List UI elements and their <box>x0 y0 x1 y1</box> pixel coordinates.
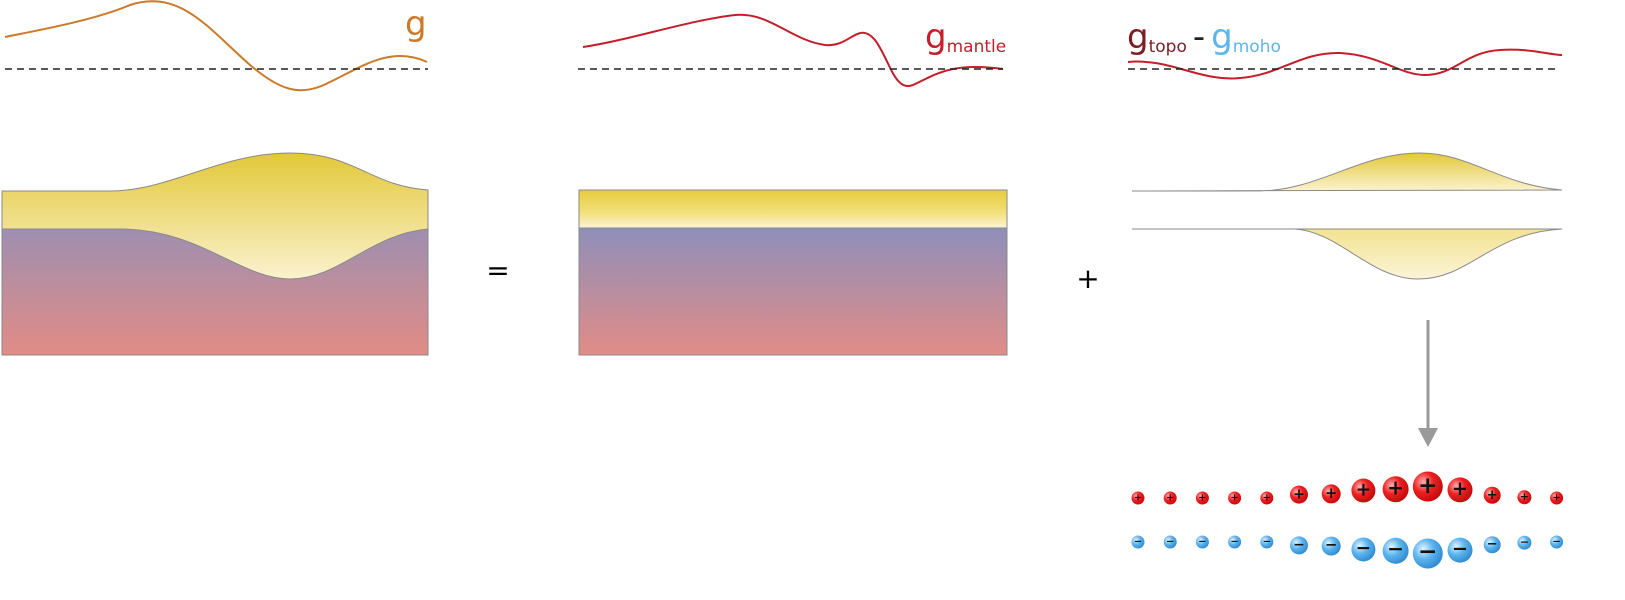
negative-charge-sign: − <box>1552 536 1560 547</box>
positive-charge-sign: + <box>1134 493 1142 504</box>
negative-charge-sign: − <box>1293 537 1305 553</box>
g-topo-moho-label: gtopo-gmoho <box>1127 17 1281 57</box>
positive-charge <box>1321 484 1341 504</box>
positive-charge <box>1260 491 1274 505</box>
positive-charge-sign: + <box>1387 476 1404 500</box>
g-mantle-symbol: g <box>925 17 947 57</box>
positive-charge-sign: + <box>1166 493 1174 504</box>
g-total-label: g <box>405 4 427 44</box>
positive-charge <box>1131 491 1145 505</box>
positive-charge-sign: + <box>1356 480 1372 501</box>
negative-charge-sign: − <box>1166 536 1174 547</box>
g-topo-symbol: g <box>1127 17 1149 57</box>
positive-charge <box>1483 486 1501 504</box>
positive-charge-sign: + <box>1487 488 1498 503</box>
negative-charge <box>1447 537 1473 563</box>
g-moho-symbol: g <box>1211 17 1233 57</box>
positive-charge <box>1351 478 1376 503</box>
positive-charge-sign: + <box>1452 477 1468 500</box>
negative-charge-sign: − <box>1418 538 1437 565</box>
panel-total: g <box>1 0 429 356</box>
negative-charge <box>1290 536 1308 555</box>
positive-charge <box>1290 485 1308 504</box>
g-total-curve <box>4 0 428 92</box>
positive-charge-sign: + <box>1325 485 1337 502</box>
positive-charge <box>1163 491 1177 505</box>
plus-operator: + <box>1076 262 1099 295</box>
positive-charge-sign: + <box>1520 490 1529 503</box>
minus-sign: - <box>1193 17 1205 57</box>
equals-operator: = <box>486 254 509 287</box>
negative-charge <box>1382 537 1409 564</box>
positive-charge <box>1517 490 1532 505</box>
negative-charge <box>1131 535 1145 549</box>
g-moho-subscript: moho <box>1233 37 1281 57</box>
negative-charge-sign: − <box>1452 537 1468 560</box>
g-mantle-curve <box>582 13 1004 87</box>
g-topo-subscript: topo <box>1149 37 1187 57</box>
negative-charge-sign: − <box>1487 537 1498 552</box>
crust-layer-total <box>1 152 429 280</box>
negative-charge <box>1517 535 1532 550</box>
positive-charge-sign: + <box>1263 493 1271 504</box>
g-topo-minus-moho-curve <box>1127 48 1563 80</box>
negative-charge-sign: − <box>1134 536 1142 547</box>
positive-charge-sign: + <box>1418 472 1437 499</box>
negative-charge <box>1195 535 1209 549</box>
positive-charge <box>1228 491 1242 505</box>
positive-charge-sign: + <box>1230 493 1238 504</box>
negative-charge <box>1412 538 1443 569</box>
g-mantle-subscript: mantle <box>947 37 1007 57</box>
positive-charge <box>1447 477 1473 503</box>
g-mantle-label: gmantle <box>925 17 1006 57</box>
mantle-block <box>578 227 1008 356</box>
positive-charge <box>1550 491 1564 505</box>
arrow-head <box>1418 428 1438 447</box>
negative-charge-sign: − <box>1387 537 1404 561</box>
negative-charge <box>1550 535 1564 549</box>
equivalent-charges: + − + − + − + − + − + − + − + − + − + − + − + − + − + − <box>1131 471 1564 569</box>
negative-charge-sign: − <box>1325 537 1337 554</box>
negative-charge-sign: − <box>1356 538 1372 559</box>
negative-charge-sign: − <box>1198 536 1206 547</box>
negative-charge <box>1260 535 1274 549</box>
moho-root <box>1132 228 1563 280</box>
positive-charge-sign: + <box>1552 493 1560 504</box>
g-total-symbol: g <box>405 4 427 44</box>
panel-anomaly: gtopo-gmoho +−+−+−+−+−+−+−+−+−+−+−+−+−+− <box>1127 17 1564 569</box>
negative-charge <box>1483 536 1501 554</box>
negative-charge <box>1351 537 1376 562</box>
positive-charge <box>1412 471 1443 502</box>
panel-mantle: gmantle <box>578 13 1008 356</box>
negative-charge <box>1321 536 1341 556</box>
positive-charge <box>1382 476 1409 503</box>
positive-charge-sign: + <box>1293 486 1305 502</box>
positive-charge <box>1195 491 1209 505</box>
topography-bump <box>1131 152 1563 192</box>
crust-flat-layer <box>578 189 1008 229</box>
negative-charge-sign: − <box>1263 536 1271 547</box>
negative-charge <box>1163 535 1177 549</box>
negative-charge-sign: − <box>1230 536 1238 547</box>
negative-charge <box>1228 535 1242 549</box>
positive-charge-sign: + <box>1198 493 1206 504</box>
negative-charge-sign: − <box>1520 535 1529 548</box>
